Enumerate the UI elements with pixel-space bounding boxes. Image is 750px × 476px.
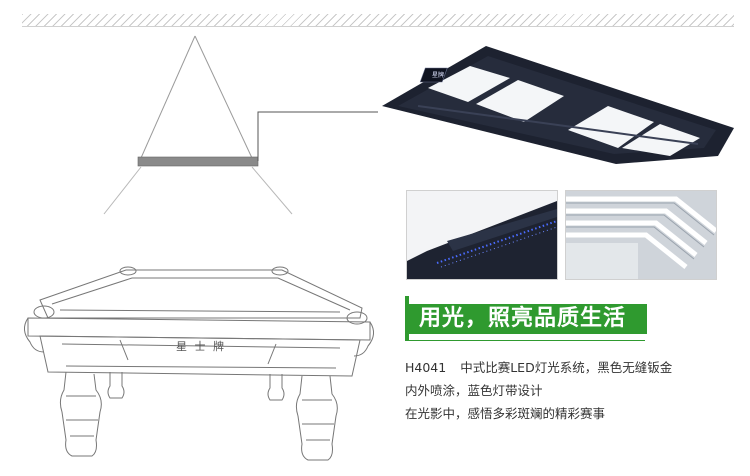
slogan-text: 用光，照亮品质生活 bbox=[419, 306, 627, 331]
hanging-lamp bbox=[137, 156, 259, 167]
billiard-table-drawing bbox=[24, 266, 374, 461]
detail-photo-panel-edges bbox=[565, 190, 717, 280]
top-hatched-divider bbox=[22, 14, 734, 27]
slogan-bar bbox=[409, 304, 647, 334]
description-line-2: 内外喷涂，蓝色灯带设计 bbox=[405, 383, 543, 398]
connector-line bbox=[257, 111, 378, 161]
lamp-and-table-line-art bbox=[24, 35, 378, 461]
lamp-brand-badge bbox=[419, 67, 448, 83]
lamp-badge-text: 星牌 bbox=[432, 72, 445, 79]
product-description: H4041 中式比赛LED灯光系统，黑色无缝钣金 内外喷涂，蓝色灯带设计 在光影中… bbox=[405, 356, 735, 425]
slogan-banner: 用光，照亮品质生活 bbox=[405, 296, 647, 340]
description-line-3: 在光影中，感悟多彩斑斓的精彩赛事 bbox=[405, 406, 606, 421]
lamp-panel-4 bbox=[622, 124, 700, 156]
lamp-panel-2 bbox=[476, 80, 564, 122]
lamp-product-photo bbox=[382, 46, 734, 164]
blue-led-dots bbox=[436, 220, 557, 268]
description-text-1: 中式比赛LED灯光系统，黑色无缝钣金 bbox=[460, 360, 673, 375]
lamp-wires bbox=[140, 35, 253, 159]
model-number: H4041 bbox=[405, 360, 447, 375]
light-beam-lines bbox=[103, 166, 293, 215]
table-logo-text: 星 ⼠ 牌 bbox=[176, 340, 226, 353]
lamp-panel-1 bbox=[428, 66, 510, 102]
description-line-1: H4041 中式比赛LED灯光系统，黑色无缝钣金 bbox=[405, 356, 735, 379]
slogan-underline bbox=[405, 340, 645, 341]
detail-photo-led-strip bbox=[406, 190, 558, 280]
lamp-panel-3 bbox=[568, 106, 654, 148]
